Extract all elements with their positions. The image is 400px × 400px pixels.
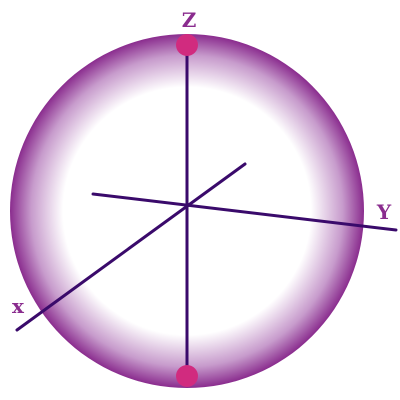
x-axis-label: x bbox=[12, 294, 25, 318]
z-axis-label: Z bbox=[182, 8, 197, 32]
north-pole-dot bbox=[176, 34, 198, 56]
x-axis-line bbox=[15, 162, 247, 332]
y-axis-label: Y bbox=[376, 200, 392, 224]
y-axis-line bbox=[91, 192, 398, 232]
south-pole-dot bbox=[176, 365, 198, 387]
